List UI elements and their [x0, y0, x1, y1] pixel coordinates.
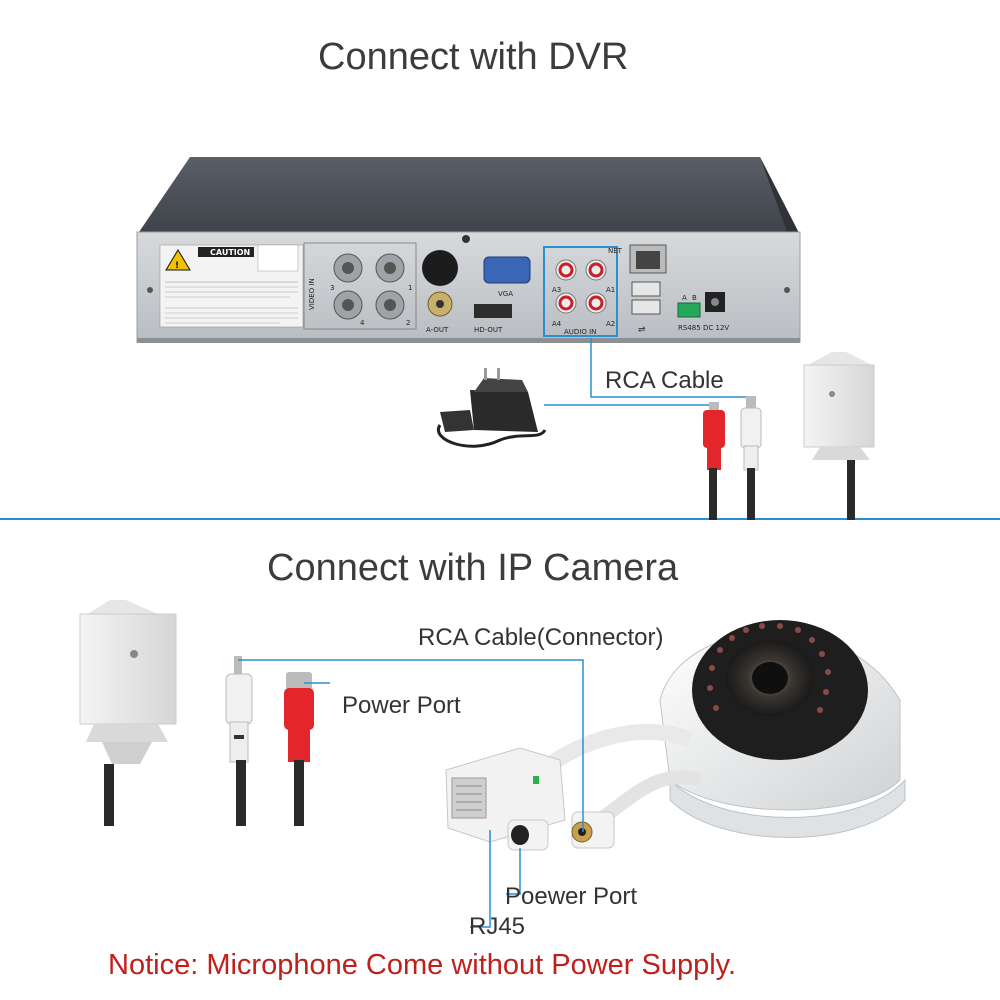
usb-icon: ⇌ — [638, 325, 646, 335]
ch2-label: 2 — [406, 319, 410, 327]
power-adapter — [436, 368, 547, 448]
audio-in-label: AUDIO IN — [564, 328, 596, 336]
port-b-label: B — [692, 294, 697, 302]
caution-text: CAUTION — [210, 248, 250, 257]
a3-label: A3 — [552, 286, 561, 294]
rca-cable-connector-label: RCA Cable(Connector) — [418, 624, 664, 651]
ch3-label: 3 — [330, 284, 334, 292]
rca-cable-red-top — [703, 402, 725, 520]
rj45-label: RJ45 — [469, 913, 526, 940]
notice-text: Notice: Microphone Come without Power Su… — [108, 949, 737, 981]
bottom-section-title: Connect with IP Camera — [267, 547, 679, 589]
port-a-label: A — [682, 294, 687, 302]
audio-in-highlight — [543, 246, 618, 337]
a4-label: A4 — [552, 320, 562, 328]
power-port-label: Power Port — [342, 692, 461, 719]
rs485-label: RS485 — [678, 324, 701, 332]
rca-cable-white-top — [740, 396, 762, 520]
dc12v-label: DC 12V — [703, 324, 729, 332]
a-out-label: A-OUT — [426, 326, 449, 334]
rca-cable-label: RCA Cable — [605, 367, 724, 394]
vga-label: VGA — [498, 290, 513, 298]
callout-lines-bottom — [238, 659, 584, 928]
net-label: NET — [608, 247, 623, 255]
video-in-label: VIDEO IN — [308, 278, 316, 310]
rca-cable-white-bottom — [225, 656, 253, 826]
hd-out-label: HD-OUT — [474, 326, 503, 334]
dvr-recorder: ! CAUTION VIDEO IN 3 1 4 2 A-OUT VGA — [136, 157, 801, 343]
callout-lines-top — [544, 338, 756, 406]
a1-label: A1 — [606, 286, 615, 294]
top-section-title: Connect with DVR — [318, 36, 629, 78]
ch4-label: 4 — [360, 319, 365, 327]
poewer-port-label: Poewer Port — [505, 883, 638, 910]
camera-pigtail — [445, 724, 702, 851]
a2-label: A2 — [606, 320, 615, 328]
microphone-bottom — [79, 600, 177, 826]
rca-cable-red-bottom — [284, 672, 314, 826]
ch1-label: 1 — [408, 284, 412, 292]
svg-text:!: ! — [175, 261, 179, 271]
ip-camera — [659, 620, 906, 838]
microphone-top — [803, 352, 875, 520]
